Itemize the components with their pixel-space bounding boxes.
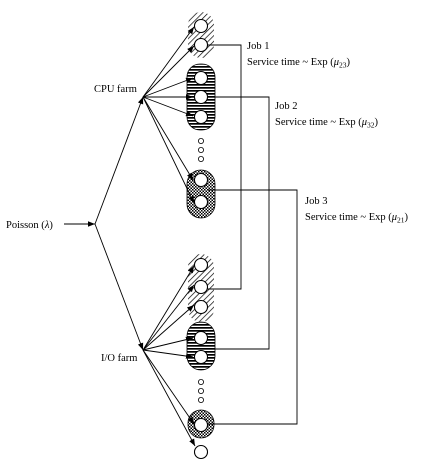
job3-annotation: Job 3 Service time ~ Exp (μ21)	[305, 196, 409, 225]
cpu-job3-servers	[193, 172, 209, 210]
job3-title: Job 3	[305, 196, 327, 207]
job1-service-time: Service time ~ Exp (μ23)	[247, 57, 351, 70]
split-to-io-arrow	[94, 223, 144, 351]
split-to-cpu-arrow	[94, 96, 144, 225]
io-ellipsis-dots	[197, 378, 204, 403]
cpu-job2-servers	[193, 70, 209, 125]
cpu-job1-servers	[193, 18, 209, 53]
io-job3-servers	[193, 417, 209, 460]
job1-link	[207, 44, 242, 290]
job3-service-time: Service time ~ Exp (μ21)	[305, 212, 409, 225]
cpu-farm-label: CPU farm	[94, 84, 137, 95]
io-job1-servers	[193, 257, 209, 315]
job2-annotation: Job 2 Service time ~ Exp (μ32)	[275, 101, 379, 130]
cpu-ellipsis-dots	[197, 137, 204, 162]
job2-service-time: Service time ~ Exp (μ32)	[275, 117, 379, 130]
job2-link	[207, 96, 270, 350]
job1-title: Job 1	[247, 41, 269, 52]
job3-link	[207, 189, 298, 425]
io-job2-servers	[193, 330, 209, 365]
source-label: Poisson (λ)	[6, 220, 53, 231]
cpu-fanout-arrows	[142, 26, 195, 204]
io-fanout-arrows	[142, 265, 196, 447]
job2-title: Job 2	[275, 101, 297, 112]
job1-annotation: Job 1 Service time ~ Exp (μ23)	[247, 41, 351, 70]
cpu-job3-pool	[186, 169, 216, 219]
io-farm-label: I/O farm	[101, 353, 137, 364]
io-job2-pool	[186, 321, 216, 371]
